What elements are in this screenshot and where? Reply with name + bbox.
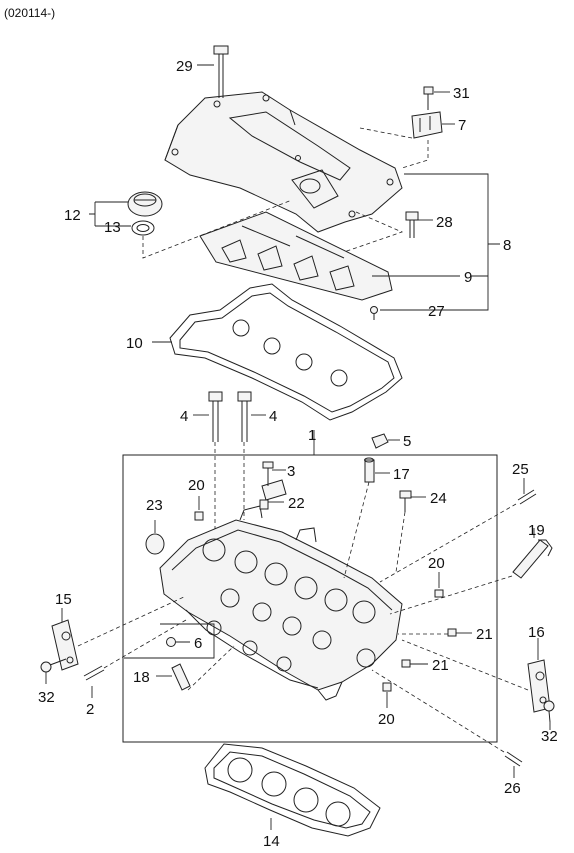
plug-5 bbox=[371, 433, 389, 449]
nut-6 bbox=[166, 637, 176, 647]
callout-2: 2 bbox=[86, 701, 94, 718]
callout-28: 28 bbox=[436, 214, 453, 231]
callout-18: 18 bbox=[133, 669, 150, 686]
callout-1: 1 bbox=[308, 427, 316, 444]
head-gasket-14 bbox=[204, 743, 381, 837]
callout-20-bottom: 20 bbox=[378, 711, 395, 728]
callout-10: 10 bbox=[126, 335, 143, 352]
tube-17 bbox=[364, 457, 375, 483]
rocker-cover bbox=[164, 91, 403, 233]
gasket-13 bbox=[131, 220, 155, 236]
plug-20-top bbox=[194, 511, 204, 521]
callout-14: 14 bbox=[263, 833, 280, 850]
callout-31: 31 bbox=[453, 85, 470, 102]
pipe-19 bbox=[512, 539, 553, 579]
callout-19: 19 bbox=[528, 522, 545, 539]
cylinder-head bbox=[159, 505, 403, 701]
bolt-32-right bbox=[543, 700, 555, 723]
plug-21-lower bbox=[401, 659, 411, 668]
callout-20-top: 20 bbox=[188, 477, 205, 494]
callout-4-right: 4 bbox=[269, 408, 277, 425]
callout-27: 27 bbox=[428, 303, 445, 320]
rocker-cover-gasket-10 bbox=[169, 283, 403, 421]
callout-4-left: 4 bbox=[180, 408, 188, 425]
callout-21-upper: 21 bbox=[476, 626, 493, 643]
dowel-22 bbox=[259, 499, 269, 510]
stud-2 bbox=[83, 665, 105, 681]
callout-9: 9 bbox=[464, 269, 472, 286]
bolt-27 bbox=[370, 306, 378, 320]
callout-6: 6 bbox=[194, 635, 202, 652]
plug-20-right bbox=[434, 589, 444, 598]
callout-32-right: 32 bbox=[541, 728, 558, 745]
plug-21-upper bbox=[447, 628, 457, 637]
callout-3: 3 bbox=[287, 463, 295, 480]
bolt-24 bbox=[399, 490, 412, 512]
stud-25 bbox=[517, 489, 537, 505]
callout-32-left: 32 bbox=[38, 689, 55, 706]
callout-8: 8 bbox=[503, 237, 511, 254]
bracket-15 bbox=[51, 619, 79, 671]
callout-7: 7 bbox=[458, 117, 466, 134]
callout-16: 16 bbox=[528, 624, 545, 641]
head-bolt-4-right bbox=[237, 391, 252, 442]
stud-26 bbox=[504, 751, 523, 767]
bearing-cap-3 bbox=[261, 461, 287, 501]
cylinder-head-assembly-frame bbox=[122, 454, 498, 743]
callout-17: 17 bbox=[393, 466, 410, 483]
bolt-29 bbox=[213, 45, 229, 98]
diagram-code: (020114-) bbox=[4, 6, 55, 20]
callout-12: 12 bbox=[64, 207, 81, 224]
callout-13: 13 bbox=[104, 219, 121, 236]
bolt-28 bbox=[405, 211, 419, 238]
callout-29: 29 bbox=[176, 58, 193, 75]
bolt-31 bbox=[423, 86, 434, 110]
callout-15: 15 bbox=[55, 591, 72, 608]
callout-22: 22 bbox=[288, 495, 305, 512]
sleeve-18 bbox=[171, 663, 191, 691]
plug-20-bottom bbox=[382, 682, 392, 692]
callout-5: 5 bbox=[403, 433, 411, 450]
callout-20-right: 20 bbox=[428, 555, 445, 572]
callout-24: 24 bbox=[430, 490, 447, 507]
seal-plug-23 bbox=[145, 533, 165, 555]
head-bolt-4-left bbox=[208, 391, 223, 442]
bracket-7 bbox=[411, 111, 443, 139]
callout-25: 25 bbox=[512, 461, 529, 478]
oil-filler-cap-12 bbox=[127, 191, 163, 217]
callout-21-lower: 21 bbox=[432, 657, 449, 674]
callout-23: 23 bbox=[146, 497, 163, 514]
baffle-plate-9 bbox=[199, 211, 393, 301]
callout-26: 26 bbox=[504, 780, 521, 797]
